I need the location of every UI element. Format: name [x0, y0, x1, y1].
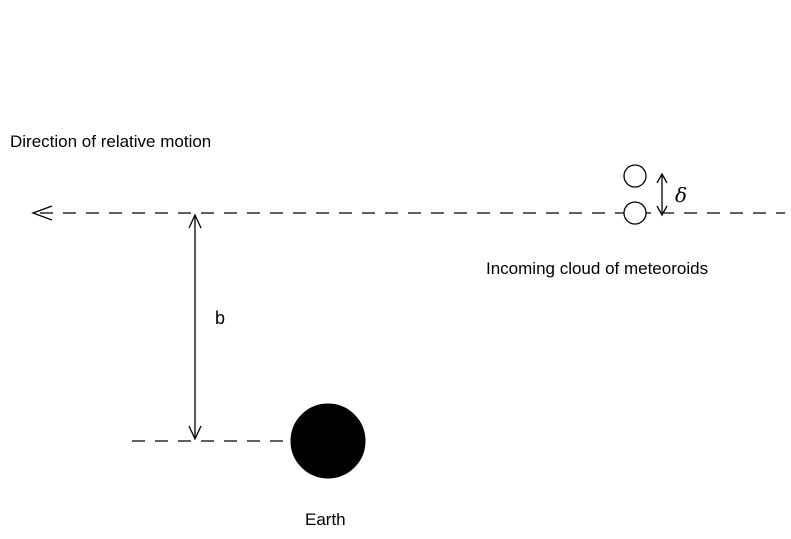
cloud-label: Incoming cloud of meteoroids [486, 259, 709, 278]
b-arrowhead-bottom [188, 425, 202, 441]
motion-arrowhead [31, 205, 53, 221]
earth-disc [290, 403, 366, 479]
separation-label: δ [675, 183, 688, 207]
b-arrowhead-top [188, 213, 202, 229]
delta-arrowhead-top [656, 172, 668, 184]
meteoroid-upper [623, 164, 647, 188]
meteoroid-lower [623, 201, 647, 225]
earth-label: Earth [305, 510, 346, 529]
delta-arrowhead-bottom [656, 205, 668, 217]
impact-parameter-label: b [215, 308, 226, 328]
direction-label: Direction of relative motion [10, 132, 212, 151]
